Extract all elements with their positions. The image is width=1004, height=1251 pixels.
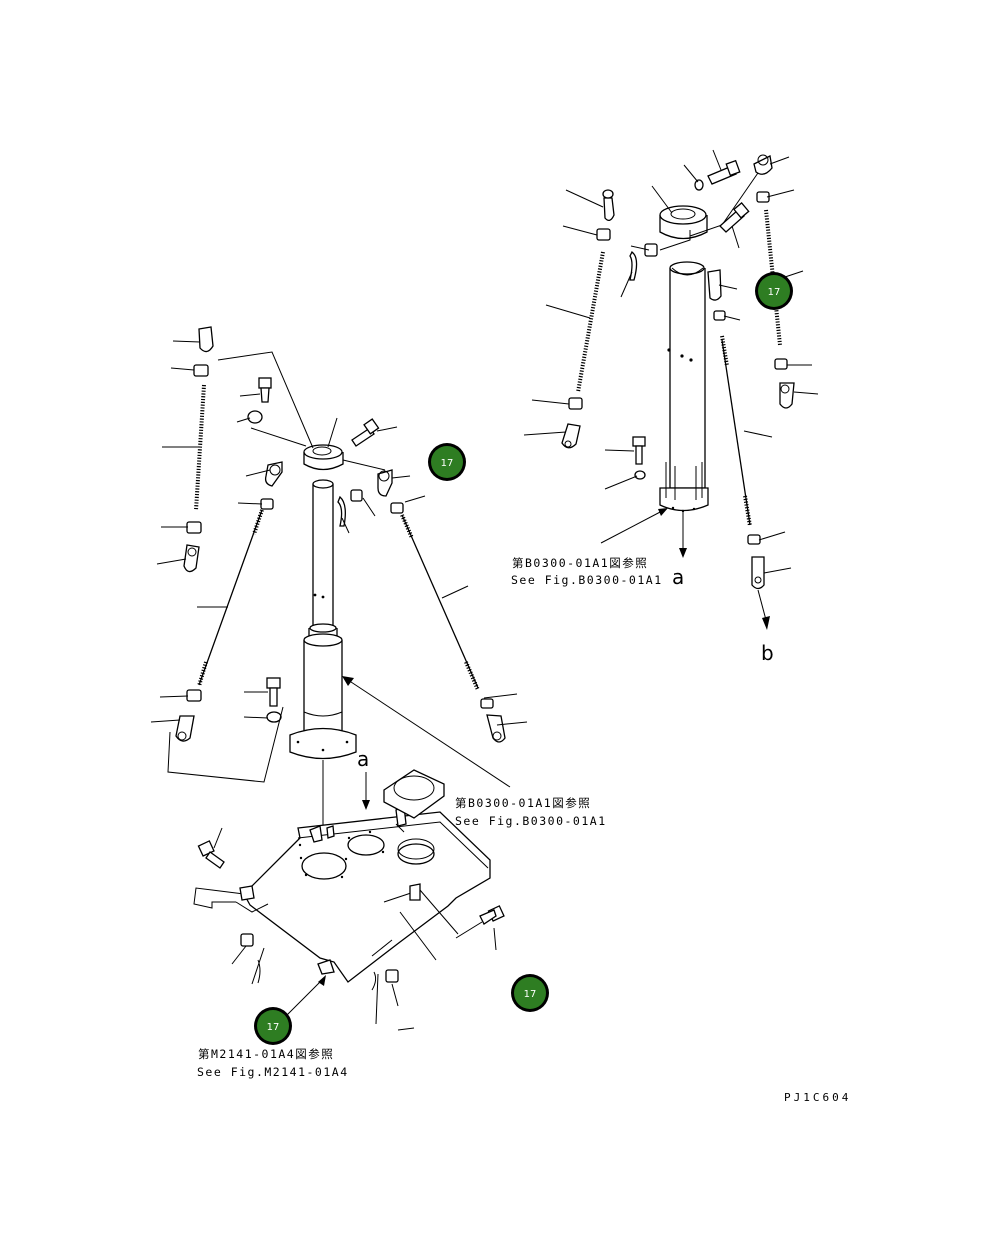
nut-main-5 (390, 502, 404, 514)
nut-upper-6 (747, 534, 761, 545)
bolt-upper-1 (707, 159, 741, 185)
upper-assembly: a b 第B0300-01A1図参照 See Fig.B0300-01A1 (511, 149, 819, 665)
washer-main-1 (247, 410, 263, 424)
elbow-upper (707, 269, 722, 301)
nut-upper-5 (713, 310, 726, 321)
callout-badge-17-plate-right[interactable]: 17 (511, 974, 549, 1012)
column-upper (659, 261, 709, 513)
main-assembly: 第B0300-01A1図参照 See Fig.B0300-01A1 a b (150, 326, 607, 1079)
rod-end-main-6 (486, 714, 506, 743)
nut-upper-1 (596, 228, 611, 241)
nut-upper-4 (774, 358, 788, 370)
bolt-upper-2 (719, 202, 750, 233)
bolt-main-3 (266, 677, 281, 707)
nut-main-1 (193, 364, 209, 377)
nut-upper-3 (756, 191, 770, 203)
top-clamp-upper (659, 169, 761, 251)
callout-label: 17 (441, 458, 454, 469)
callout-label: 17 (768, 287, 781, 298)
nut-main-4 (186, 689, 202, 702)
link-line-2 (167, 706, 284, 783)
reference-center-en: See Fig.B0300-01A1 (455, 814, 607, 828)
washer-upper-2 (634, 470, 646, 480)
bolt-main-2 (351, 418, 380, 447)
rod-end-upper-left (602, 189, 615, 222)
ref-leader-bottom (281, 975, 326, 1021)
rod-end-main-1 (198, 326, 214, 353)
nut-main-3 (260, 498, 274, 510)
washer-upper-1 (694, 179, 704, 191)
ref-leader-upper (600, 508, 668, 544)
base-plate (193, 805, 491, 983)
rod-end-main-4 (175, 715, 195, 742)
nut-main-7 (350, 489, 363, 502)
leader-pin-plate-1 (251, 947, 265, 985)
reference-bottom-jp: 第M2141-01A4図参照 (198, 1047, 334, 1061)
leader-nut-plate-1 (231, 945, 247, 965)
rod-end-main-3 (264, 461, 283, 487)
marker-b-upper: b (761, 641, 774, 665)
callout-badge-17-main[interactable]: 17 (428, 443, 466, 481)
leader-nut-plate-2 (391, 983, 399, 1007)
rod-end-upper-lower-left (561, 423, 581, 449)
bolt-plate-2 (455, 905, 505, 939)
nut-main-2 (186, 521, 202, 534)
leader-lines-upper (523, 149, 819, 574)
rod-end-main-2 (183, 544, 200, 573)
reference-center-jp: 第B0300-01A1図参照 (455, 796, 591, 810)
rod-main-left (194, 384, 206, 511)
washer-main-2 (266, 711, 282, 723)
reference-upper-jp: 第B0300-01A1図参照 (512, 556, 648, 570)
arrow-a-upper (679, 512, 687, 558)
nut-plate-1 (240, 933, 254, 947)
leader-bolt-plate-1 (213, 827, 223, 849)
rod-upper-right-2 (720, 335, 752, 527)
cotter-pin-upper (629, 251, 638, 281)
bolt-upper-3 (632, 436, 646, 465)
arrow-a-mid (362, 772, 370, 810)
leader-pin-plate-2 (375, 973, 379, 1025)
callout-badge-17-plate-left[interactable]: 17 (254, 1007, 292, 1045)
link-line-1 (217, 351, 314, 449)
rod-end-upper-bottom (751, 556, 765, 590)
nut-plate-2 (385, 969, 399, 983)
pin-plate-1 (257, 959, 261, 984)
leader-lines-main (150, 340, 528, 726)
dash-mark (397, 1027, 415, 1031)
arrow-b-upper (757, 589, 770, 630)
top-clamp-main (303, 444, 386, 471)
drawing-code: PJ1C604 (784, 1091, 851, 1104)
rod-end-main-5 (377, 469, 393, 497)
rod-main-left-2 (197, 509, 264, 687)
pin-plate-2 (371, 971, 377, 991)
column-main (289, 479, 357, 860)
ref-leader-center (342, 676, 511, 788)
marker-a-mid: a (357, 747, 369, 771)
callout-badge-17-upper[interactable]: 17 (755, 272, 793, 310)
leader-bolt-plate-2 (493, 927, 497, 951)
marker-a-upper: a (672, 565, 684, 589)
rod-end-upper-right-2 (779, 382, 795, 409)
callout-label: 17 (267, 1022, 280, 1033)
bolt-main-1 (258, 377, 272, 403)
nut-upper-7 (644, 243, 658, 257)
nut-upper-2 (568, 397, 583, 410)
callout-label: 17 (524, 989, 537, 1000)
reference-upper-en: See Fig.B0300-01A1 (511, 573, 663, 587)
cotter-pin-main (337, 495, 346, 527)
rod-upper-left (576, 251, 605, 393)
bolt-plate-1 (197, 840, 225, 869)
cover-plate (383, 769, 445, 833)
rod-end-upper-right (753, 154, 773, 175)
reference-bottom-en: See Fig.M2141-01A4 (197, 1065, 349, 1079)
rod-main-right (400, 514, 480, 691)
nut-main-6 (480, 698, 494, 709)
